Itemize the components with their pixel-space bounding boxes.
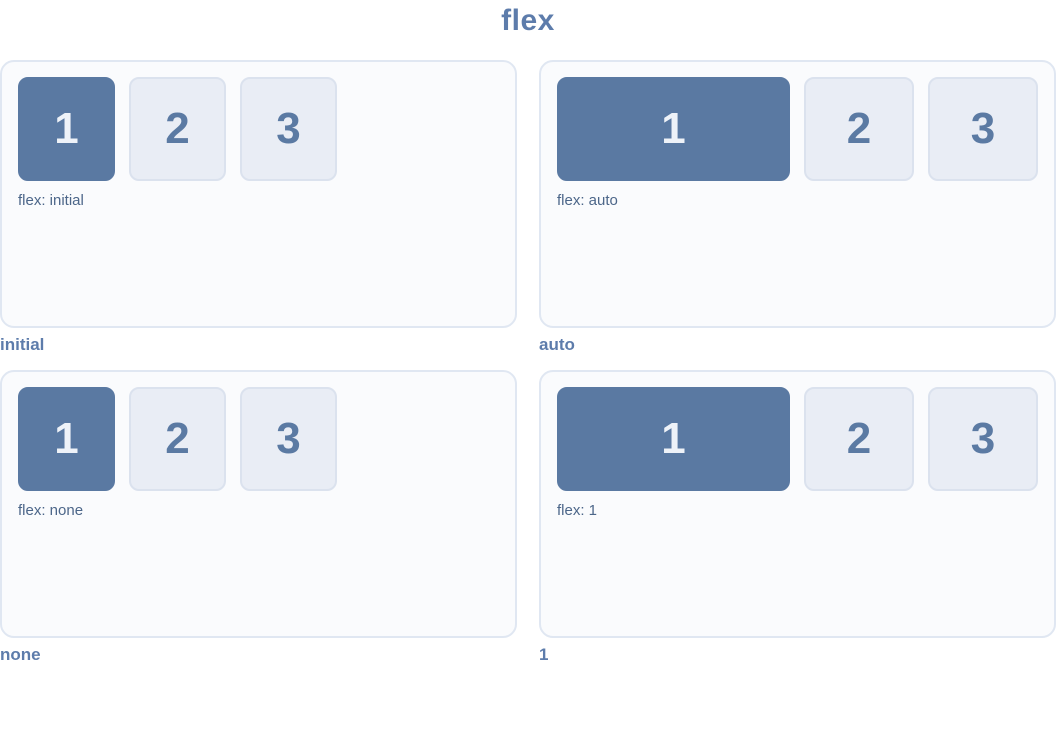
- flex-item-2: 2: [804, 77, 914, 181]
- panel-caption: none: [0, 645, 41, 664]
- demo-grid: 1 2 3 flex: initial initial 1 2 3 flex: …: [0, 60, 1056, 664]
- demo-cell-1: 1 2 3 flex: 1 1: [539, 370, 1056, 664]
- flex-1-card: 1 2 3 flex: 1: [539, 370, 1056, 638]
- flex-row: 1 2 3: [557, 387, 1038, 491]
- flex-value-label: flex: initial: [18, 192, 84, 209]
- flex-row: 1 2 3: [18, 387, 499, 491]
- demo-cell-auto: 1 2 3 flex: auto auto: [539, 60, 1056, 354]
- flex-auto-card: 1 2 3 flex: auto: [539, 60, 1056, 328]
- flex-item-1: 1: [18, 387, 115, 491]
- flex-item-2: 2: [129, 77, 226, 181]
- panel-caption: initial: [0, 335, 45, 354]
- flex-item-3: 3: [240, 387, 337, 491]
- demo-cell-none: 1 2 3 flex: none none: [0, 370, 517, 664]
- flex-item-3: 3: [240, 77, 337, 181]
- flex-item-1: 1: [18, 77, 115, 181]
- flex-none-card: 1 2 3 flex: none: [0, 370, 517, 638]
- flex-item-2: 2: [129, 387, 226, 491]
- flex-row: 1 2 3: [18, 77, 499, 181]
- flex-item-1: 1: [557, 387, 790, 491]
- flex-value-label: flex: 1: [557, 502, 598, 519]
- flex-value-label: flex: auto: [557, 192, 618, 209]
- flex-value-label: flex: none: [18, 502, 84, 519]
- flex-item-3: 3: [928, 387, 1038, 491]
- flex-item-1: 1: [557, 77, 790, 181]
- page-title: flex: [501, 4, 555, 37]
- flex-row: 1 2 3: [557, 77, 1038, 181]
- panel-caption: auto: [539, 335, 575, 354]
- demo-cell-initial: 1 2 3 flex: initial initial: [0, 60, 517, 354]
- flex-item-3: 3: [928, 77, 1038, 181]
- panel-caption: 1: [539, 645, 549, 664]
- flex-initial-card: 1 2 3 flex: initial: [0, 60, 517, 328]
- flex-item-2: 2: [804, 387, 914, 491]
